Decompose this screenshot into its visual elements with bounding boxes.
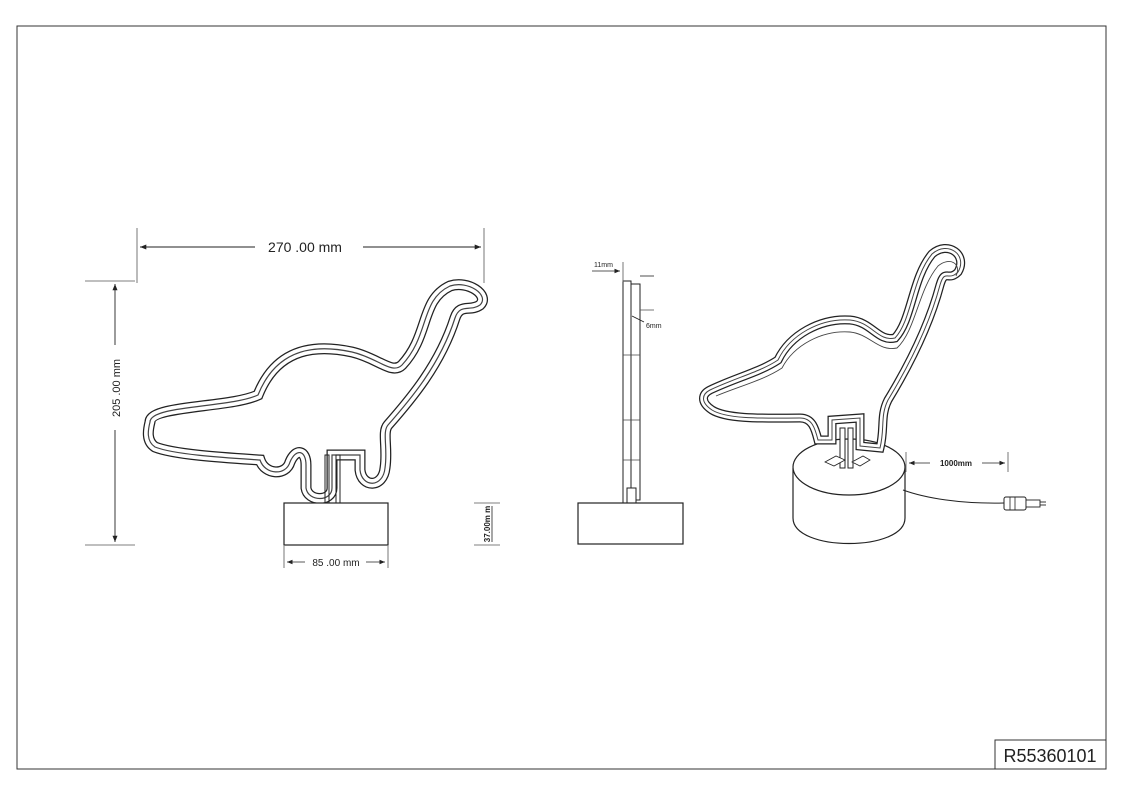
perspective-dino-back <box>715 261 958 397</box>
side-post <box>626 487 637 504</box>
height-dimension-label: 205 .00 mm <box>111 359 123 417</box>
power-cable <box>902 489 1005 504</box>
perspective-view: 1000mm <box>699 244 1046 545</box>
cable-length-label: 1000mm <box>940 459 972 468</box>
side-view: 11mm 6mm <box>577 262 684 545</box>
front-base <box>283 502 389 546</box>
dino-outline-outer <box>148 285 482 499</box>
sheet-border <box>16 25 1107 770</box>
reference-number: R55360101 <box>1003 746 1096 766</box>
base-height-label: 37.00m m <box>483 506 492 542</box>
depth-label: 11mm <box>594 262 613 269</box>
dino-outline-core <box>147 284 484 500</box>
side-base <box>577 502 684 545</box>
reference-box <box>994 739 1107 770</box>
width-dimension-label: 270 .00 mm <box>268 239 342 255</box>
tube-width-label: 6mm <box>646 323 662 330</box>
base-width-label: 85 .00 mm <box>312 558 359 569</box>
dino-outline-gap <box>148 285 482 499</box>
side-panel-back <box>622 280 632 504</box>
front-view: 270 .00 mm 205 .00 mm 85 .00 mm 37.00m m <box>85 228 500 569</box>
